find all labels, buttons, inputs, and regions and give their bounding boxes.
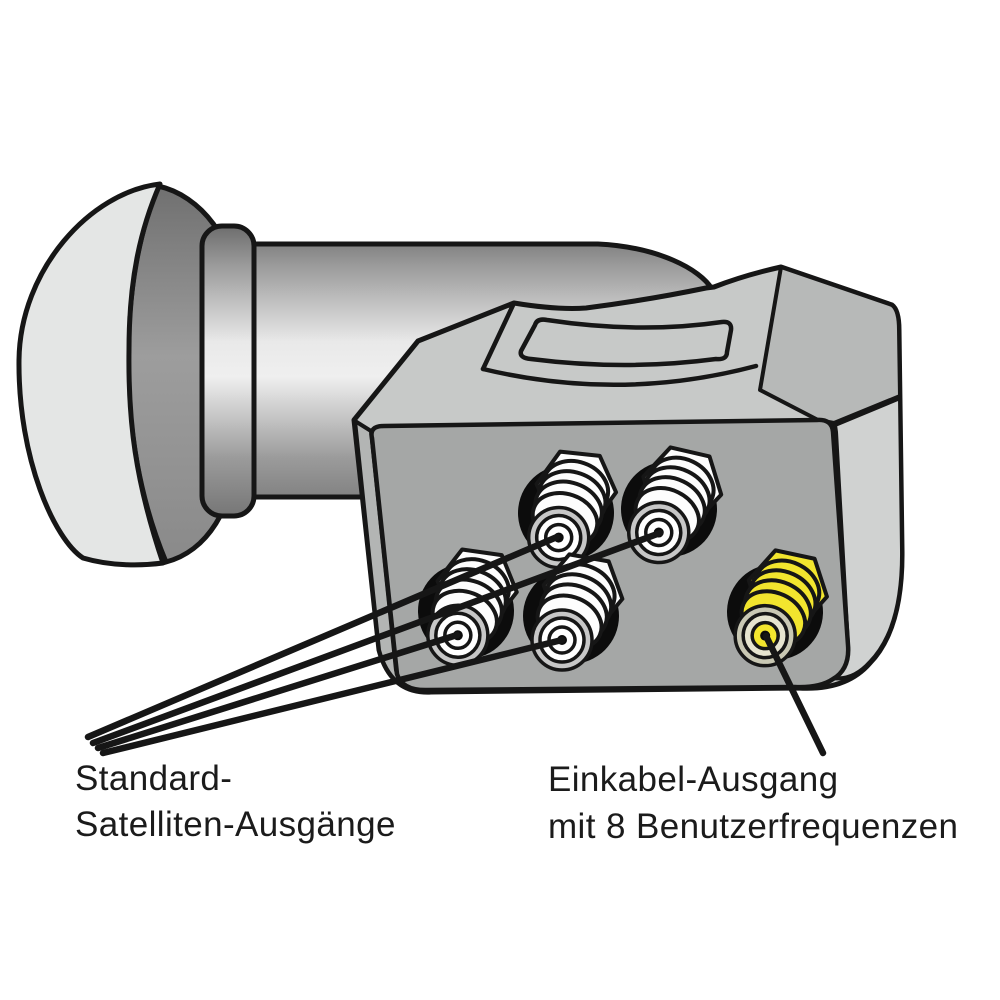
roof-crease-line — [480, 300, 517, 372]
feedhorn-cap — [16, 181, 257, 568]
leader-line-sat-3 — [94, 631, 461, 752]
single-cable-line1: Einkabel-Ausgang — [548, 760, 838, 799]
single-cable-line2: mit 8 Benutzerfrequenzen — [548, 807, 958, 846]
top-panel-recess — [518, 317, 734, 368]
label-standard-outputs: Standard- Satelliten-Ausgänge — [75, 759, 396, 844]
roof-sweep-line — [480, 363, 759, 388]
feedhorn-front-cap — [16, 181, 166, 568]
body-top-right-bevel — [758, 265, 902, 425]
leader-line-single-cable — [762, 632, 827, 757]
leader-lines-standard-outputs — [84, 529, 664, 757]
leader-line-sat-2 — [89, 529, 664, 747]
standard-outputs-line2: Satelliten-Ausgänge — [75, 805, 396, 844]
leader-line-sat-4 — [99, 636, 566, 757]
label-single-cable-output: Einkabel-Ausgang mit 8 Benutzerfrequenze… — [548, 760, 958, 846]
leader-line-sat-1 — [84, 533, 561, 741]
feedhorn-collar — [199, 223, 257, 519]
standard-outputs-line1: Standard- — [75, 759, 232, 798]
